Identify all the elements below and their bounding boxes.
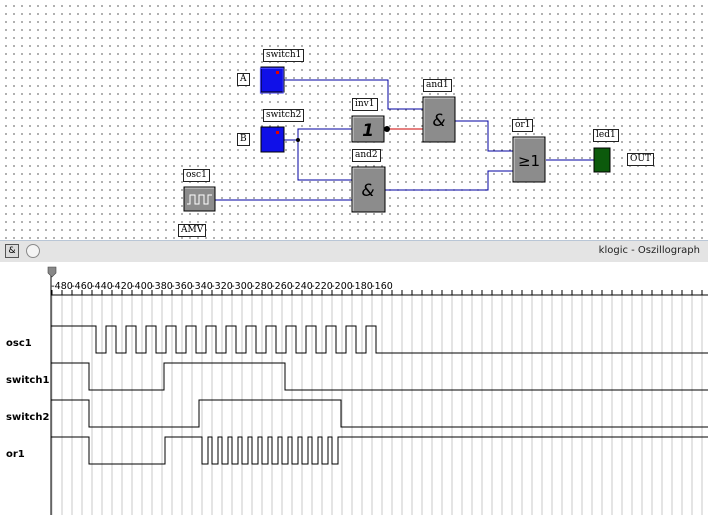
wire-switch2-and2 xyxy=(297,140,352,181)
osc1-label: osc1 xyxy=(183,169,210,182)
or1-symbol: ≥1 xyxy=(518,152,540,170)
time-tick-label: -360 xyxy=(171,281,193,292)
time-cursor-marker[interactable] xyxy=(47,266,57,278)
led1-label: led1 xyxy=(593,129,619,142)
switch1-state-dot xyxy=(276,71,279,74)
signal-name-osc1: osc1 xyxy=(6,338,32,349)
time-tick-label: -340 xyxy=(191,281,213,292)
and1-symbol: & xyxy=(432,111,445,131)
switch2-state-dot xyxy=(276,131,279,134)
inv1-label: inv1 xyxy=(352,98,378,111)
oscillograph-titlebar: & klogic - Oszillograph xyxy=(0,240,708,262)
signal-name-switch2: switch2 xyxy=(6,412,49,423)
signal-name-switch1: switch1 xyxy=(6,375,49,386)
time-tick-label: -320 xyxy=(211,281,233,292)
time-tick-label: -420 xyxy=(111,281,133,292)
signal-name-or1: or1 xyxy=(6,449,25,460)
time-tick-label: -460 xyxy=(71,281,93,292)
wire-and1-or1 xyxy=(455,120,514,152)
switch2-component[interactable] xyxy=(260,126,285,153)
time-tick-label: -220 xyxy=(311,281,333,292)
window-round-button[interactable] xyxy=(26,244,40,258)
circuit-diagram: 1 & & ≥1 xyxy=(183,66,611,213)
amv-label: AMV xyxy=(178,224,207,237)
input-b-label: B xyxy=(237,133,250,146)
and1-label: and1 xyxy=(423,79,452,92)
or1-gate[interactable]: ≥1 xyxy=(512,136,546,183)
inv1-symbol: 1 xyxy=(362,121,374,141)
time-tick-label: -380 xyxy=(151,281,173,292)
wire-junction-dot xyxy=(296,138,300,142)
input-a-label: A xyxy=(237,73,250,86)
time-tick-label: -240 xyxy=(291,281,313,292)
inv1-negation-dot xyxy=(384,126,390,132)
time-tick-label: -200 xyxy=(331,281,353,292)
square-wave-icon xyxy=(187,194,212,205)
time-tick-label: -260 xyxy=(271,281,293,292)
oscillograph-title: klogic - Oszillograph xyxy=(598,245,700,256)
time-tick-label: -480 xyxy=(51,281,73,292)
wire-switch1-and1 xyxy=(284,79,424,110)
switch1-component[interactable] xyxy=(259,66,285,94)
switch2-label: switch2 xyxy=(263,109,305,122)
or1-label: or1 xyxy=(512,119,534,132)
output-label: OUT xyxy=(627,153,654,166)
waveform-switch2 xyxy=(51,399,708,428)
inv1-gate[interactable]: 1 xyxy=(351,115,390,143)
led1-component[interactable] xyxy=(593,147,611,173)
wire-and2-or1 xyxy=(385,170,514,191)
switch1-label: switch1 xyxy=(263,49,305,62)
waveform-osc1 xyxy=(51,325,708,354)
time-tick-label: -440 xyxy=(91,281,113,292)
oscillograph-plot[interactable]: -480-460-440-420-400-380-360-340-320-300… xyxy=(0,262,708,515)
osc1-component[interactable] xyxy=(183,186,216,212)
oscillograph-window: & klogic - Oszillograph -480-460-440-420… xyxy=(0,240,708,515)
wire-switch2-inv1 xyxy=(284,128,352,141)
time-tick-label: -280 xyxy=(251,281,273,292)
wires xyxy=(215,79,594,201)
waveform-switch1 xyxy=(51,362,708,391)
and2-label: and2 xyxy=(352,149,381,162)
and2-symbol: & xyxy=(361,181,374,201)
and2-gate[interactable]: & xyxy=(351,166,386,213)
and1-gate[interactable]: & xyxy=(422,96,456,143)
time-tick-label: -160 xyxy=(371,281,393,292)
time-tick-label: -300 xyxy=(231,281,253,292)
time-tick-label: -400 xyxy=(131,281,153,292)
time-tick-label: -180 xyxy=(351,281,373,292)
waveform-or1 xyxy=(51,436,708,465)
circuit-canvas[interactable]: 1 & & ≥1 xyxy=(0,0,708,240)
window-menu-button[interactable]: & xyxy=(5,244,19,258)
